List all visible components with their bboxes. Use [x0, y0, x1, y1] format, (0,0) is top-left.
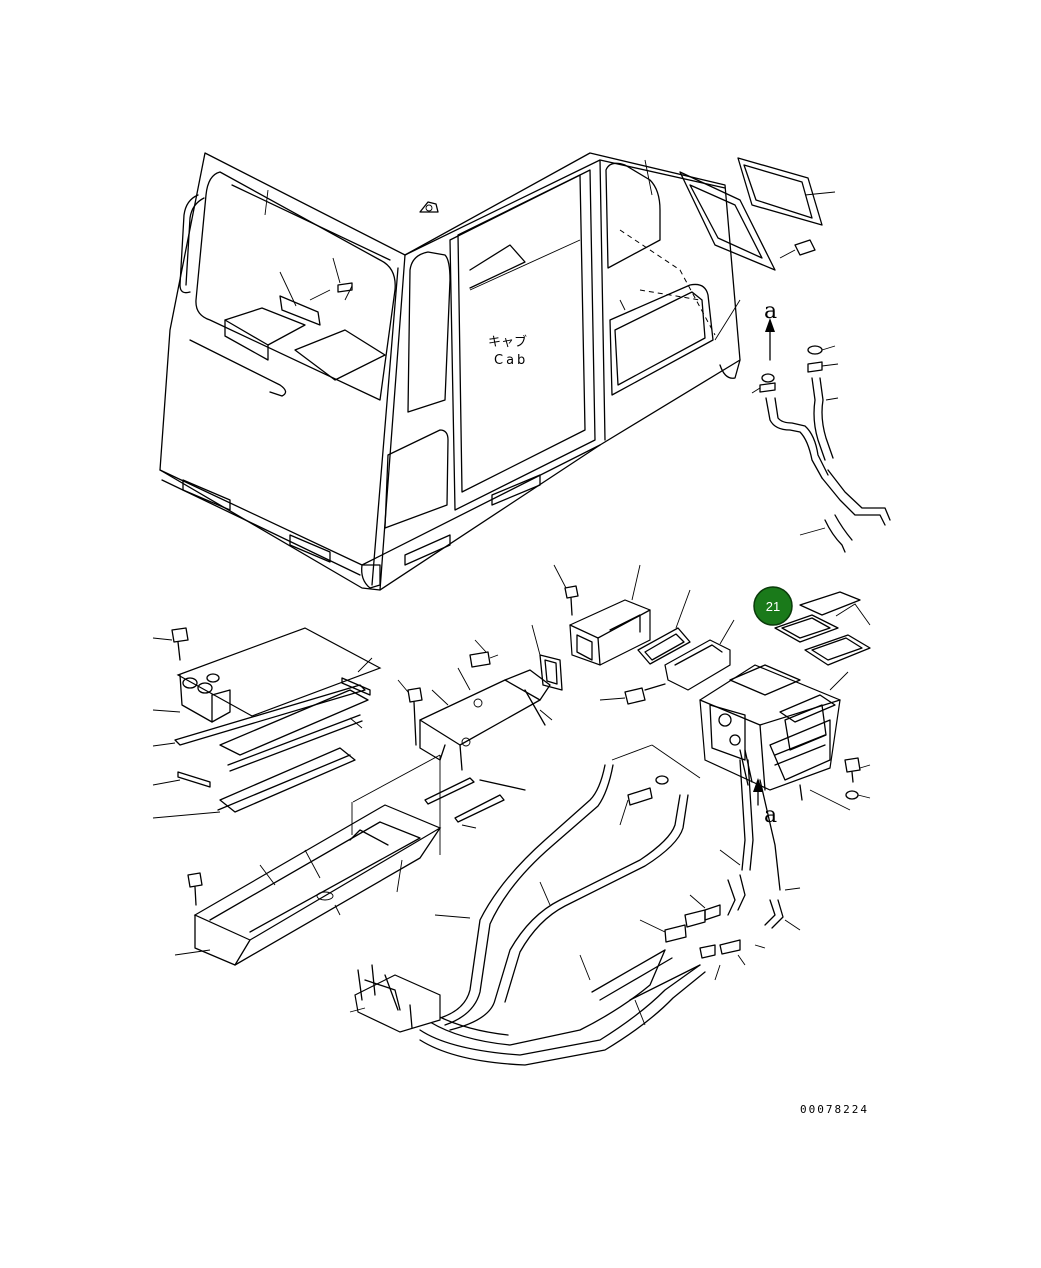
air-conditioner-unit — [699, 591, 871, 811]
cab-label-en: Cab — [494, 353, 528, 368]
floor-duct — [174, 754, 526, 966]
direction-marker-upper: a — [764, 299, 777, 324]
roof-hatch — [679, 157, 836, 341]
hose-assembly — [419, 744, 801, 1066]
valve-block — [349, 964, 441, 1033]
callout-21[interactable]: 21 — [753, 586, 793, 626]
lower-left-parts — [152, 627, 382, 819]
cab-assembly — [159, 152, 741, 591]
callout-21-number: 21 — [766, 599, 780, 614]
callout-21-circle[interactable] — [753, 586, 793, 626]
direction-arrow-upper: a — [764, 299, 777, 361]
center-bracket — [397, 564, 735, 771]
upper-duct-assembly — [751, 345, 891, 553]
cab-label-jp: キャブ — [488, 334, 527, 350]
drawing-number: 00078224 — [800, 1103, 869, 1116]
